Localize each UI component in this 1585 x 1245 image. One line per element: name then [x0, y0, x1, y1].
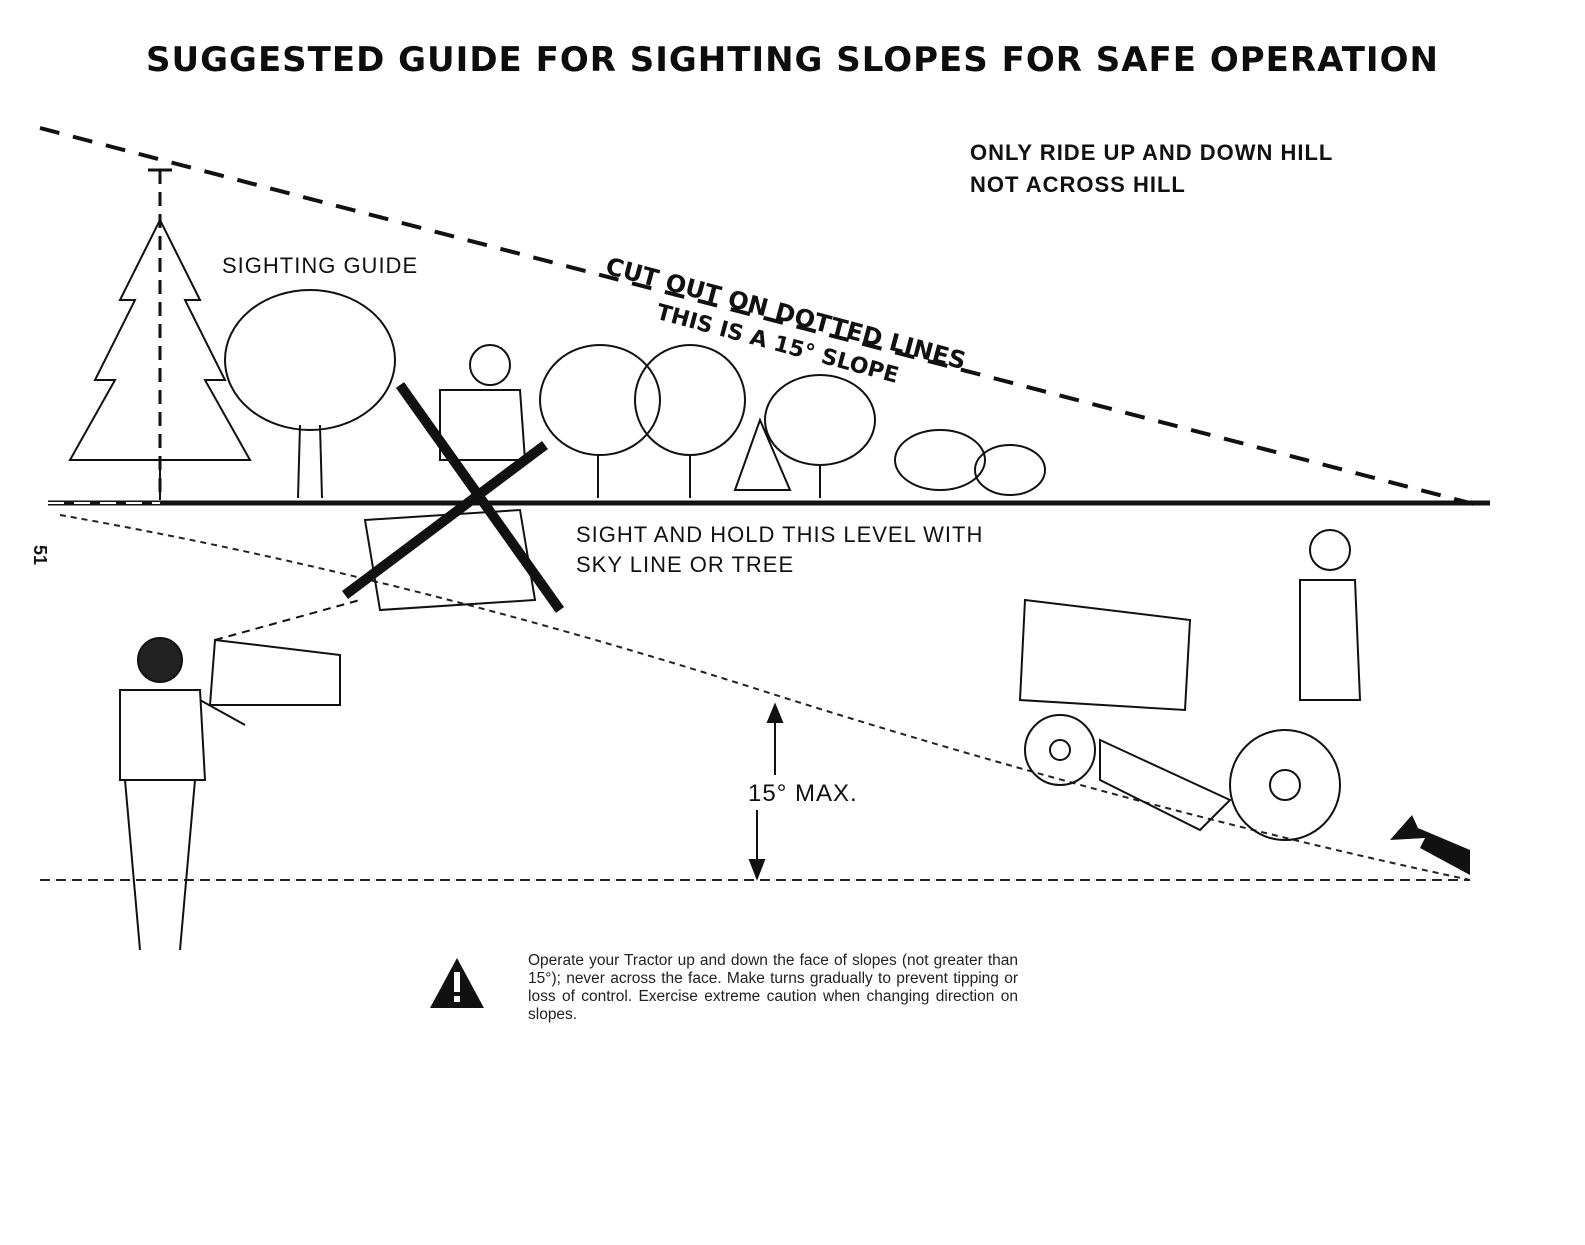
sight-instruction-line-1: SIGHT AND HOLD THIS LEVEL WITH — [576, 522, 984, 547]
page-title: SUGGESTED GUIDE FOR SIGHTING SLOPES FOR … — [146, 40, 1439, 80]
person-with-sighting-guide — [119, 599, 361, 951]
deciduous-tree-cluster — [539, 344, 1046, 498]
safe-tractor-up-hill — [1018, 529, 1362, 841]
unsafe-tractor-across-hill — [342, 344, 565, 613]
operating-rule-line-2: NOT ACROSS HILL — [970, 172, 1186, 197]
pine-tree — [68, 217, 252, 500]
warning-text: Operate your Tractor up and down the fac… — [528, 952, 1018, 1023]
warning-triangle-icon — [430, 958, 484, 1008]
sighting-dashed-line — [39, 126, 1486, 509]
max-angle-label: 15° MAX. — [748, 780, 858, 807]
deciduous-tree-left — [224, 289, 396, 499]
uphill-arrow — [1390, 815, 1470, 875]
max-angle-arrow — [748, 702, 784, 881]
sight-instruction-line-2: SKY LINE OR TREE — [576, 552, 795, 577]
operating-rule-line-1: ONLY RIDE UP AND DOWN HILL — [970, 140, 1334, 165]
sighting-guide-label: SIGHTING GUIDE — [222, 253, 419, 278]
page-number: 51 — [30, 545, 50, 566]
